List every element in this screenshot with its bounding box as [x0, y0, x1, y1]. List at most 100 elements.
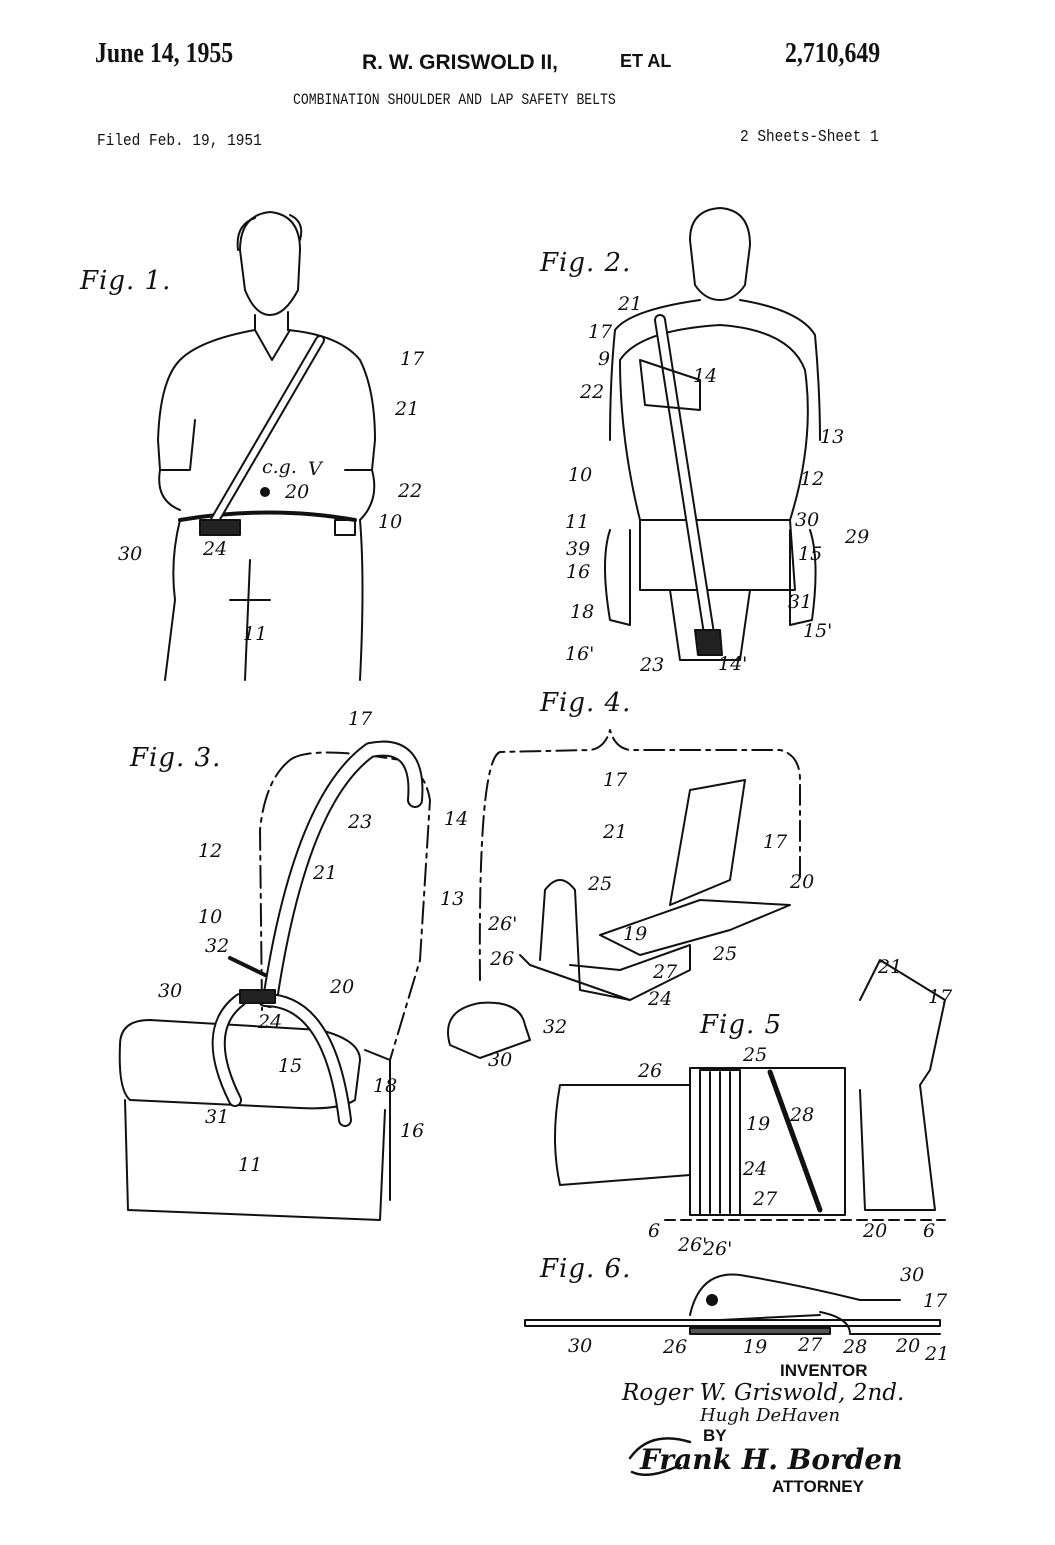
reference-numeral: 24 — [203, 538, 228, 560]
reference-numeral: 21 — [878, 956, 903, 978]
reference-numeral: 19 — [623, 923, 648, 945]
reference-numeral: 25 — [588, 873, 613, 895]
reference-numeral: 11 — [565, 511, 590, 533]
reference-numeral: 26 — [638, 1060, 663, 1082]
reference-numeral: 17 — [928, 986, 953, 1008]
reference-numeral: 18 — [570, 601, 595, 623]
reference-numeral: 19 — [746, 1113, 771, 1135]
reference-numeral: 6 — [648, 1220, 661, 1242]
reference-numeral: 26 — [663, 1336, 688, 1358]
reference-numeral: 16' — [565, 643, 595, 665]
reference-numeral: 9 — [598, 348, 611, 370]
reference-numeral: 18 — [373, 1075, 398, 1097]
reference-numeral: 21 — [395, 398, 420, 420]
attorney-label: ATTORNEY — [772, 1477, 864, 1496]
reference-numeral: 16 — [400, 1120, 425, 1142]
reference-numeral: 6 — [923, 1220, 936, 1242]
reference-numeral: 32 — [205, 935, 230, 957]
attorney-signature: Frank H. Borden — [640, 1443, 903, 1476]
reference-numeral: 12 — [198, 840, 223, 862]
reference-numeral: 22 — [398, 480, 423, 502]
inventor-label: INVENTOR — [780, 1361, 868, 1380]
figure-1-label: Fig. 1. — [80, 266, 172, 296]
fig2-drawing — [604, 207, 821, 661]
figure-4-label: Fig. 4. — [540, 688, 632, 718]
by-label: BY — [703, 1426, 727, 1445]
reference-numeral: 15' — [803, 620, 833, 642]
reference-numeral: 21 — [618, 293, 643, 315]
reference-numeral: 39 — [566, 538, 591, 560]
reference-numeral: 20 — [790, 871, 815, 893]
reference-numeral: 22 — [580, 381, 605, 403]
reference-numeral: 20 — [330, 976, 355, 998]
patent-date: June 14, 1955 — [95, 38, 234, 69]
reference-numeral: 30 — [795, 509, 820, 531]
reference-numeral: V — [308, 458, 322, 480]
reference-numeral: 32 — [543, 1016, 568, 1038]
reference-numeral: 15 — [278, 1055, 303, 1077]
reference-numeral: 17 — [763, 831, 788, 853]
reference-numeral: 27 — [753, 1188, 778, 1210]
reference-numeral: 21 — [925, 1343, 950, 1365]
inventor-1-signature: Roger W. Griswold, 2nd. — [622, 1380, 905, 1406]
reference-numeral: 24 — [743, 1158, 768, 1180]
inventor-2-signature: Hugh DeHaven — [700, 1405, 841, 1426]
reference-numeral: 17 — [400, 348, 425, 370]
reference-numeral: 17 — [348, 708, 373, 730]
reference-numeral: 23 — [348, 811, 373, 833]
reference-numeral: 14 — [693, 365, 718, 387]
inventor-name: R. W. GRISWOLD II, — [362, 51, 558, 74]
reference-numeral: 31 — [205, 1106, 230, 1128]
reference-numeral: 12 — [800, 468, 825, 490]
reference-numeral: 14 — [444, 808, 469, 830]
fig1-drawing — [157, 211, 376, 681]
fig6-drawing — [524, 1273, 941, 1335]
reference-numeral: 28 — [843, 1336, 868, 1358]
reference-numeral: 21 — [313, 862, 338, 884]
reference-numeral: 15 — [798, 543, 823, 565]
patent-number: 2,710,649 — [785, 38, 881, 69]
reference-numeral: 20 — [896, 1335, 921, 1357]
sheet-count: 2 Sheets-Sheet 1 — [740, 128, 879, 147]
figure-3-label: Fig. 3. — [130, 743, 222, 773]
fig4-drawing — [447, 729, 801, 1059]
reference-numeral: 23 — [640, 654, 665, 676]
reference-numeral: 30 — [900, 1264, 925, 1286]
et-al: ET AL — [620, 51, 672, 71]
fig3-drawing — [118, 740, 431, 1221]
reference-numeral: 24 — [648, 988, 673, 1010]
reference-numeral: 25 — [713, 943, 738, 965]
reference-numeral: 21 — [603, 821, 628, 843]
reference-numeral: 10 — [568, 464, 593, 486]
reference-numeral: 26' — [703, 1238, 733, 1260]
figure-6-label: Fig. 6. — [540, 1254, 632, 1284]
reference-numeral: 10 — [198, 906, 223, 928]
reference-numeral: 20 — [863, 1220, 888, 1242]
reference-numeral: 13 — [440, 888, 465, 910]
reference-numeral: 14' — [718, 653, 748, 675]
reference-numeral: 24 — [258, 1011, 283, 1033]
reference-numeral: 30 — [568, 1335, 593, 1357]
reference-numeral: 17 — [588, 321, 613, 343]
reference-numeral: 20 — [285, 481, 310, 503]
reference-numeral: 30 — [118, 543, 143, 565]
reference-numeral: 26' — [488, 913, 518, 935]
reference-numeral: 13 — [820, 426, 845, 448]
reference-numeral: 17 — [923, 1290, 948, 1312]
reference-numeral: c.g. — [262, 456, 297, 478]
figure-5-label: Fig. 5 — [700, 1010, 783, 1040]
reference-numeral: 29 — [845, 526, 870, 548]
reference-numeral: 27 — [798, 1334, 823, 1356]
patent-title: COMBINATION SHOULDER AND LAP SAFETY BELT… — [293, 91, 616, 109]
reference-numeral: 10 — [378, 511, 403, 533]
filed-date: Filed Feb. 19, 1951 — [97, 132, 262, 151]
reference-numeral: 26 — [490, 948, 515, 970]
reference-numeral: 11 — [243, 623, 268, 645]
reference-numeral: 19 — [743, 1336, 768, 1358]
reference-numeral: 17 — [603, 769, 628, 791]
reference-numeral: 11 — [238, 1154, 263, 1176]
reference-numeral: 30 — [488, 1049, 513, 1071]
figure-2-label: Fig. 2. — [540, 248, 632, 278]
